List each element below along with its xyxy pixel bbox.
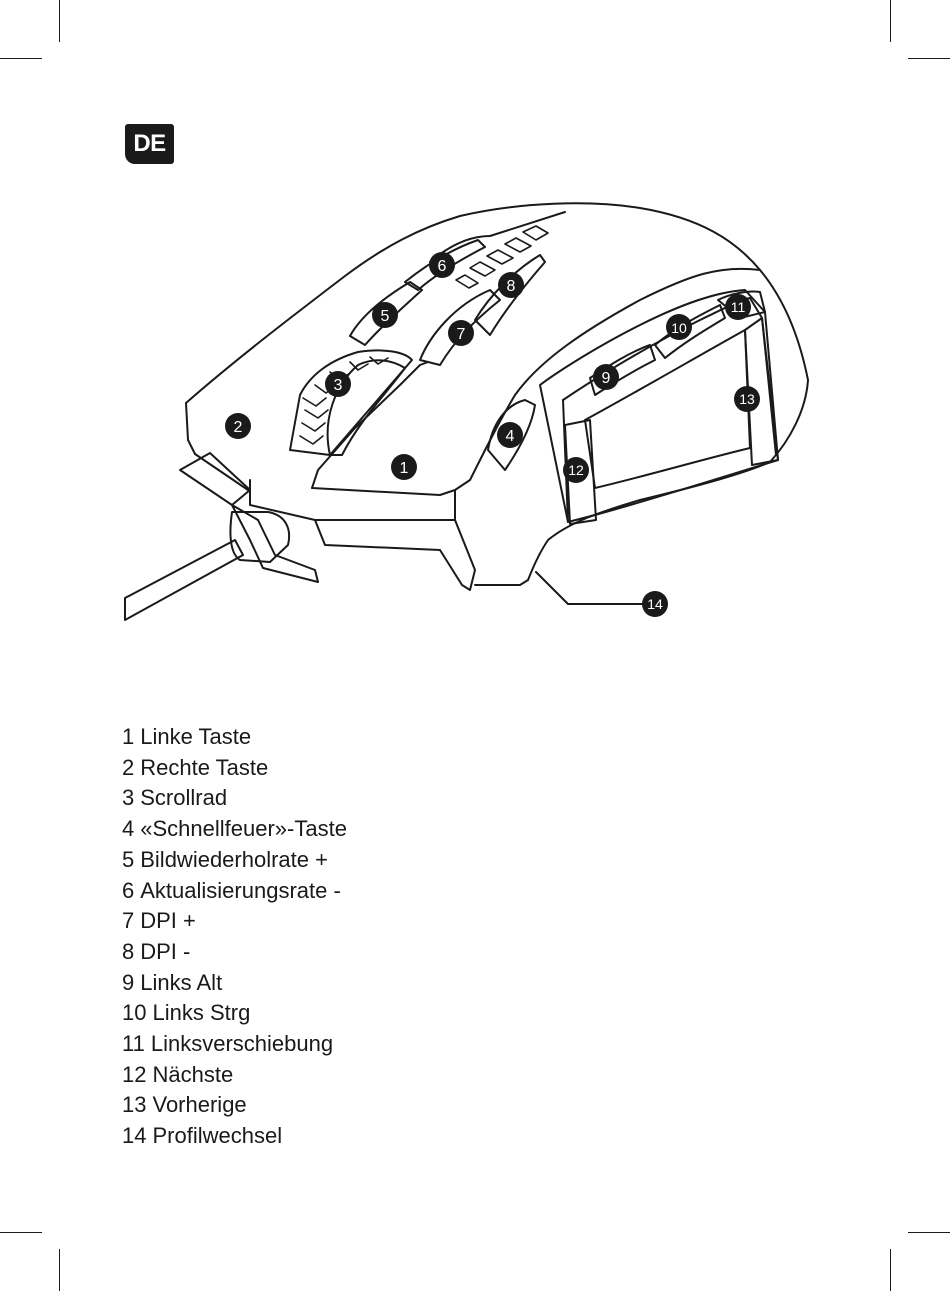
crop-mark-bottom-right (890, 1249, 891, 1291)
legend-number: 7 (122, 908, 134, 933)
legend-item: 6Aktualisierungsrate - (122, 876, 347, 907)
callout-4: 4 (497, 422, 523, 448)
legend-label: Rechte Taste (140, 755, 268, 780)
legend-label: DPI + (140, 908, 196, 933)
mouse-diagram: 1 2 3 4 5 6 7 8 (0, 0, 950, 700)
legend-label: Linksverschiebung (151, 1031, 333, 1056)
legend-number: 14 (122, 1123, 146, 1148)
callout-4-label: 4 (506, 428, 515, 445)
callout-2: 2 (225, 413, 251, 439)
legend-number: 11 (122, 1031, 145, 1056)
callout-14-leader (536, 572, 645, 604)
legend-label: Nächste (152, 1062, 233, 1087)
legend-label: «Schnellfeuer»-Taste (140, 816, 347, 841)
callout-14-label: 14 (647, 596, 663, 612)
legend-number: 8 (122, 939, 134, 964)
callout-6-label: 6 (438, 258, 447, 275)
legend-label: Linke Taste (140, 724, 251, 749)
legend-number: 5 (122, 847, 134, 872)
callout-9-label: 9 (602, 370, 611, 387)
callout-13: 13 (734, 386, 760, 412)
legend-number: 13 (122, 1092, 146, 1117)
callout-9: 9 (593, 364, 619, 390)
legend-number: 9 (122, 970, 134, 995)
callout-12-label: 12 (568, 462, 584, 478)
callout-8: 8 (498, 272, 524, 298)
callout-3-label: 3 (334, 377, 343, 394)
legend-number: 1 (122, 724, 134, 749)
callout-6: 6 (429, 252, 455, 278)
legend-number: 4 (122, 816, 134, 841)
legend-item: 4«Schnellfeuer»-Taste (122, 814, 347, 845)
callout-11-label: 11 (731, 299, 746, 315)
legend-label: Scrollrad (140, 785, 227, 810)
mouse-shell-outline (186, 203, 808, 580)
legend-number: 12 (122, 1062, 146, 1087)
callout-10: 10 (666, 314, 692, 340)
mouse-cable (125, 540, 243, 620)
crop-mark-bottom-left-h (0, 1232, 42, 1233)
callout-1: 1 (391, 454, 417, 480)
mouse-front-base (232, 505, 318, 582)
crop-mark-bottom-right-h (908, 1232, 950, 1233)
callout-8-label: 8 (507, 278, 516, 295)
legend-number: 2 (122, 755, 134, 780)
callout-14: 14 (642, 591, 668, 617)
legend-label: Links Strg (152, 1000, 250, 1025)
callout-7-label: 7 (457, 326, 466, 343)
callout-5: 5 (372, 302, 398, 328)
callout-10-label: 10 (671, 320, 687, 336)
callout-13-label: 13 (739, 391, 755, 407)
scroll-wheel-grip (300, 357, 388, 444)
callout-2-label: 2 (234, 419, 243, 436)
callout-11: 11 (725, 294, 751, 320)
legend-number: 6 (122, 878, 134, 903)
legend-label: Aktualisierungsrate - (140, 878, 341, 903)
legend-label: Vorherige (152, 1092, 246, 1117)
callout-7: 7 (448, 320, 474, 346)
thumb-rest-inner (585, 330, 750, 488)
legend-label: Profilwechsel (152, 1123, 282, 1148)
callout-5-label: 5 (381, 308, 390, 325)
legend-label: DPI - (140, 939, 190, 964)
callout-12: 12 (563, 457, 589, 483)
legend-number: 3 (122, 785, 134, 810)
legend-label: Bildwiederholrate + (140, 847, 328, 872)
crop-mark-bottom-left (59, 1249, 60, 1291)
legend-number: 10 (122, 1000, 146, 1025)
legend-label: Links Alt (140, 970, 222, 995)
callout-1-label: 1 (400, 460, 409, 477)
callout-3: 3 (325, 371, 351, 397)
